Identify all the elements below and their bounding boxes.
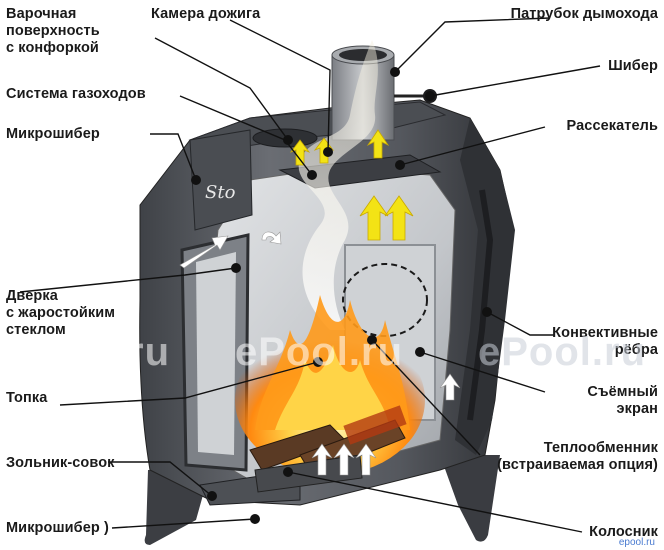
label-ash-pan: Зольник-совок [6, 455, 115, 471]
label-damper: Шибер [608, 58, 658, 74]
label-flue-system: Система газоходов [6, 86, 146, 102]
leader-lines [19, 17, 601, 533]
label-splitter: Рассекатель [566, 118, 658, 134]
label-removable-screen: Съёмный экран [587, 384, 658, 417]
label-chimney-pipe: Патрубок дымохода [510, 6, 658, 22]
label-microdamper-top: Микрошибер [6, 126, 100, 142]
watermark-right: ePool.ru [478, 330, 647, 374]
label-convective-ribs: Конвективные рёбра [552, 325, 658, 358]
smoke [298, 40, 378, 330]
label-heat-exchanger: Теплообменник (встраиваемая опция) [497, 440, 658, 473]
watermark-left: ePool.ru [2, 330, 171, 374]
label-door-glass: Дверка с жаростойким стеклом [6, 288, 116, 338]
air-flow-arrows [179, 231, 461, 476]
label-microdamper-bottom: Микрошибер ) [6, 520, 109, 536]
label-afterburn-chamber: Камера дожига [151, 6, 261, 22]
label-cooktop: Варочная поверхность с конфоркой [6, 6, 100, 56]
label-firebox: Топка [6, 390, 48, 406]
logs-and-grate [249, 405, 407, 493]
leader-dots [191, 67, 492, 524]
logo: Sto [205, 182, 236, 203]
watermark-center: ePool.ru [235, 330, 404, 374]
front-upper-panel [189, 129, 253, 231]
corner-watermark: epool.ru [615, 537, 658, 548]
stove-leg-right [440, 455, 500, 542]
label-grate: Колосник [589, 524, 658, 540]
